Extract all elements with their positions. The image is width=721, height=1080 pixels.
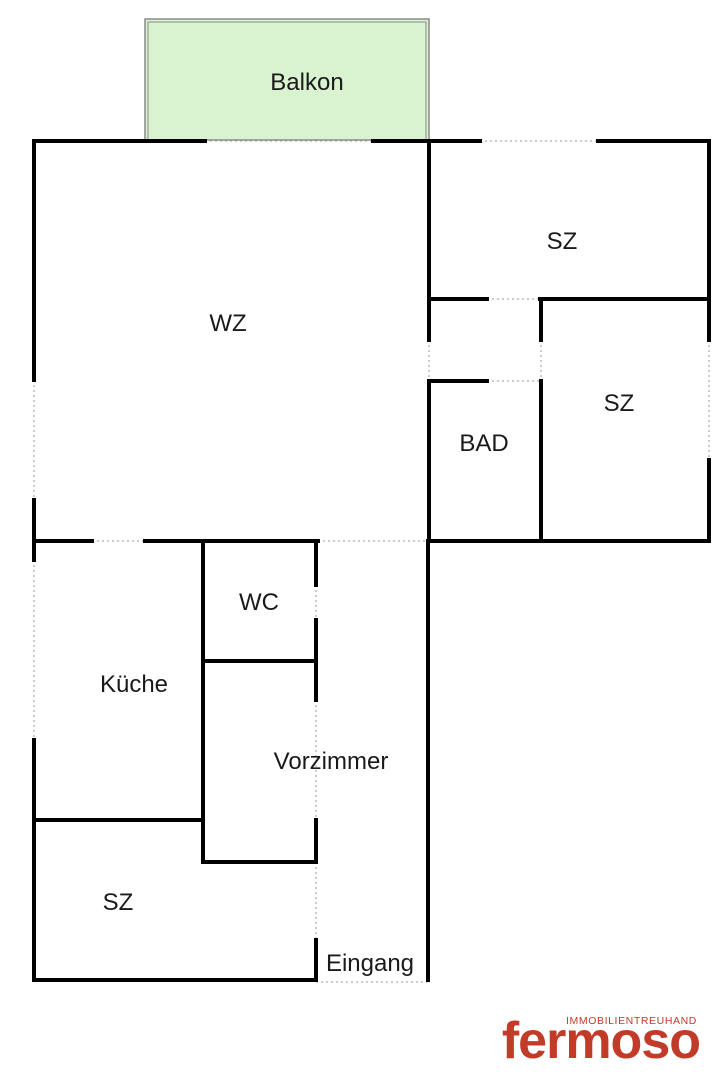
room-label-vorzimmer: Vorzimmer [274,748,389,775]
room-label-sz-bottom: SZ [103,889,134,916]
walls [32,139,711,982]
room-label-balkon: Balkon [270,69,343,96]
logo-tagline: IMMOBILIENTREUHAND [566,1015,697,1027]
room-label-wc: WC [239,589,279,616]
balcony-area [144,18,430,141]
door-openings [33,140,710,983]
brand-logo: IMMOBILIENTREUHAND fermoso [502,1012,701,1070]
room-label-sz-top: SZ [547,228,578,255]
entrance-label: Eingang [326,950,414,977]
room-label-sz-right: SZ [604,390,635,417]
room-label-wz: WZ [209,310,246,337]
logo-brand: fermoso [502,1012,700,1070]
room-label-bad: BAD [459,430,508,457]
room-label-kueche: Küche [100,671,168,698]
balcony-inner-frame [147,21,427,141]
